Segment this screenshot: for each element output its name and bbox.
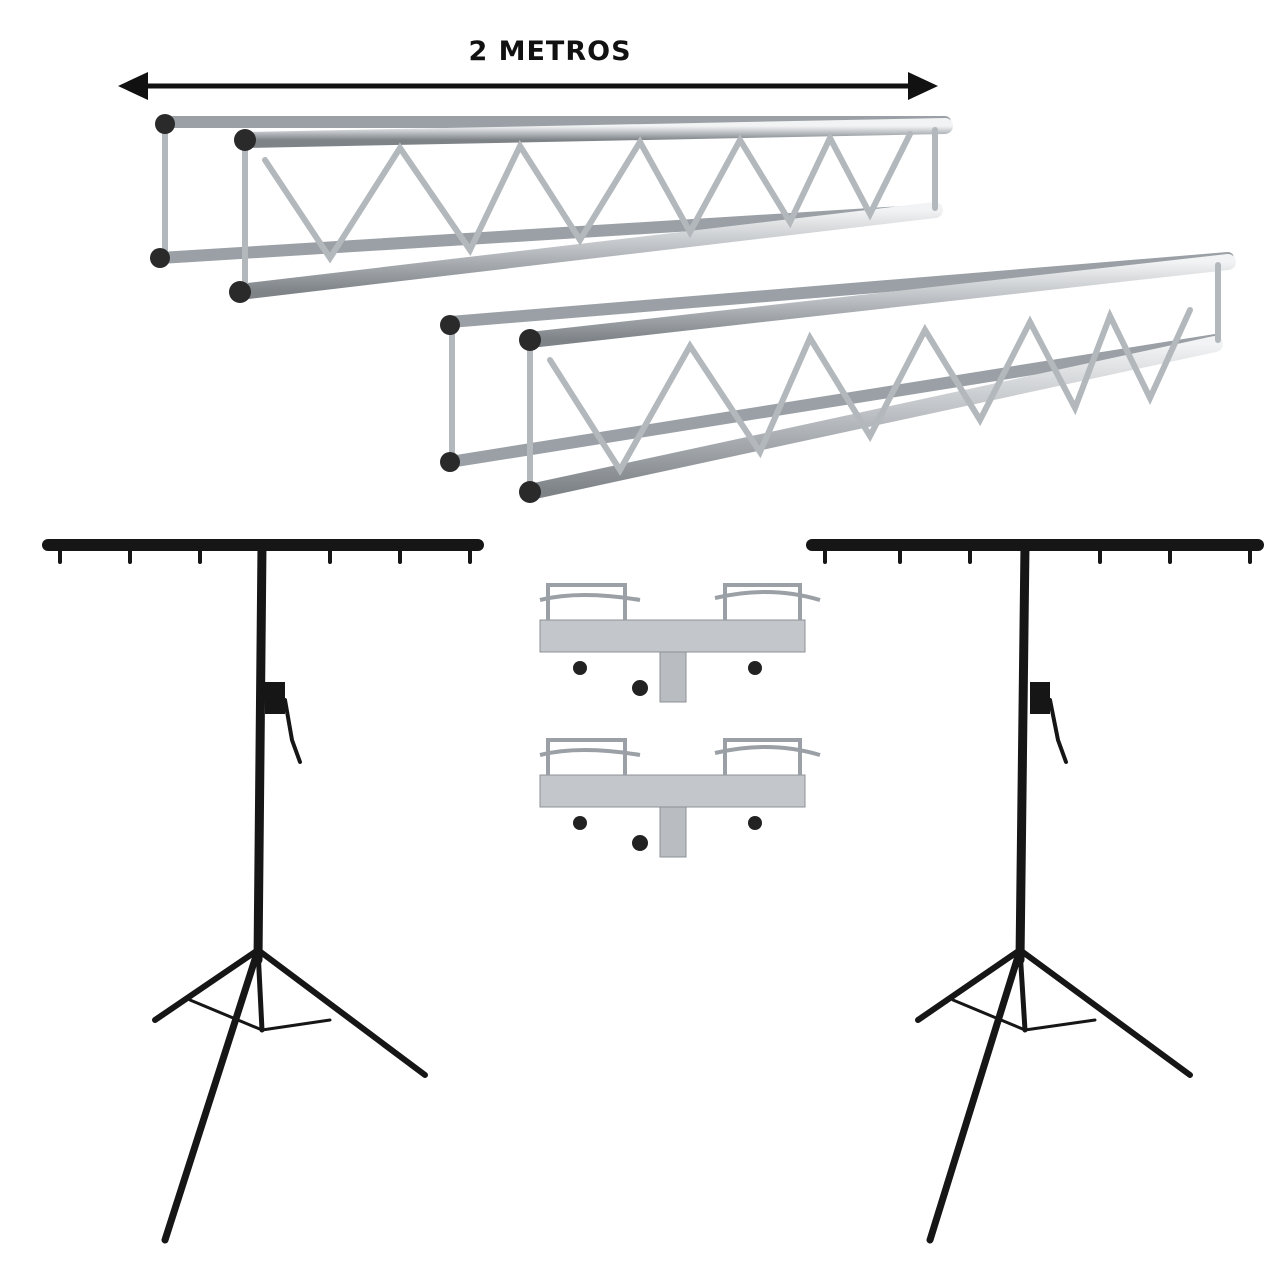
truss-adapter-clamp-1	[539, 583, 821, 703]
tripod-stand-left	[42, 539, 484, 1244]
dimension-label: 2 METROS	[468, 36, 632, 67]
truss-segment-1	[150, 114, 953, 303]
tripod-stand-right	[806, 539, 1264, 1244]
dimension-arrow	[118, 72, 938, 100]
truss-segment-2	[440, 252, 1236, 503]
truss-adapter-clamp-2	[539, 738, 821, 858]
